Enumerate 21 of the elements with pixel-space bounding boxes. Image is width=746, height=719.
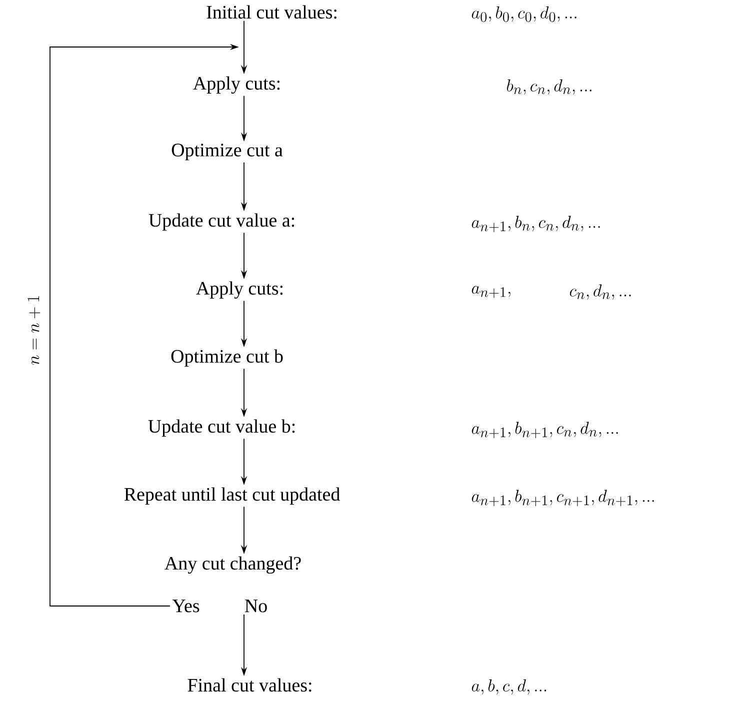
cut-values: $a_{n+1}, b_n, c_n, d_n, ...$	[472, 216, 600, 232]
step-text: Update cut value b:	[148, 419, 295, 437]
step-text: Yes	[172, 600, 200, 612]
cut-values: $a_{n+1}, b_{n+1}, c_{n+1}, d_{n+1}, ...$	[472, 490, 654, 506]
cut-values: $b_n, c_n, d_n, ...$	[507, 79, 592, 95]
cut-values: $c_n, d_n, ...$	[570, 284, 631, 300]
step-text: Initial cut values:	[206, 5, 336, 19]
step-text: Final cut values:	[188, 678, 312, 692]
step-text: Apply cuts:	[196, 281, 283, 299]
cut-values: $a_0, b_0, c_0, d_0, ...$	[472, 6, 576, 22]
cut-values: $a_{n+1},$	[472, 286, 510, 298]
step-text: Optimize cut b	[171, 349, 283, 367]
step-text: Repeat until last cut updated	[124, 487, 340, 505]
step-text: No	[244, 600, 267, 612]
cut-values: $a, b, c, d, ...$	[472, 679, 546, 695]
step-text: Apply cuts:	[193, 76, 280, 94]
step-text: Optimize cut a	[172, 144, 283, 160]
cut-values: $a_{n+1}, b_{n+1}, c_n, d_n, ...$	[472, 422, 618, 438]
step-text: Any cut changed?	[164, 556, 301, 574]
step-text: Update cut value a:	[148, 213, 294, 231]
edge-label: $n = n + 1$	[28, 296, 40, 365]
